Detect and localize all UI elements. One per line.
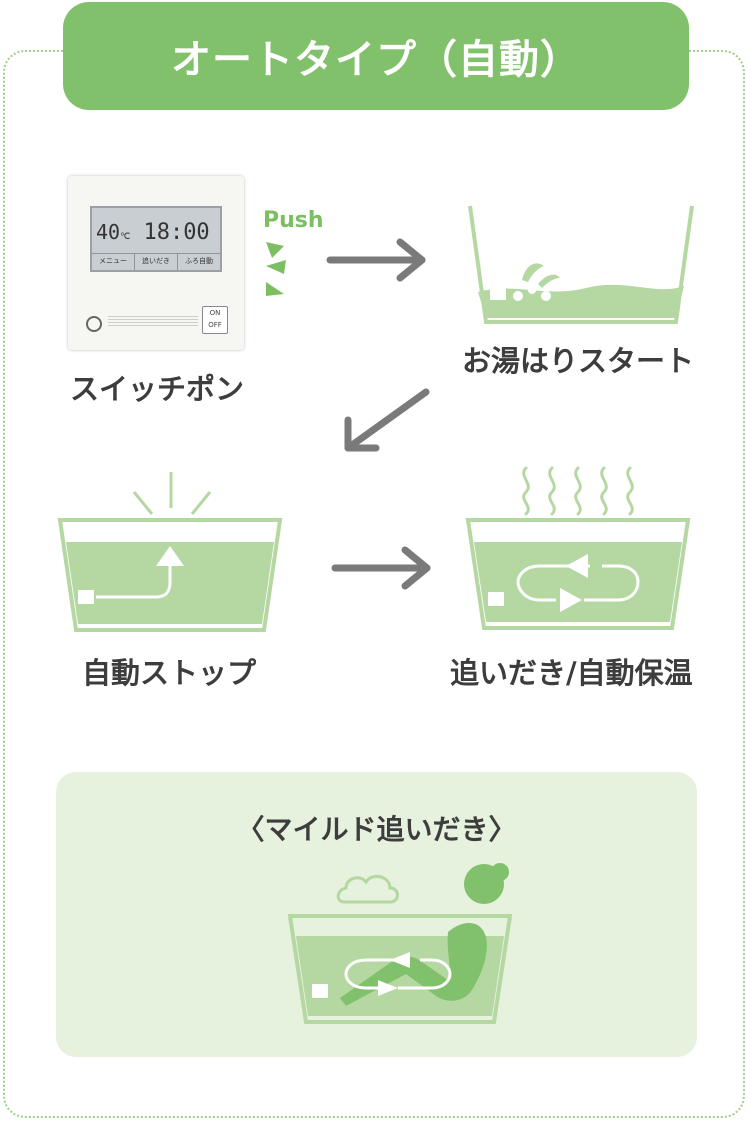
off-label: OFF: [208, 321, 222, 329]
lcd-button-row: メニュー 追いだき ふろ自動: [92, 253, 220, 270]
steam-icon: [522, 466, 634, 516]
lcd-temperature-unit: ℃: [120, 232, 131, 242]
bathtub-mild-reheat-icon: [287, 863, 513, 1024]
remote-auto-bath-button: ふろ自動: [185, 257, 213, 265]
remote-lcd-screen: 40℃ 18:00 メニュー 追いだき ふろ自動: [90, 206, 222, 272]
remote-menu-button: メニュー: [92, 254, 135, 270]
step-label-auto-stop: 自動ストップ: [82, 656, 257, 690]
remote-fine-print: [108, 316, 198, 328]
arrow-down-left-icon: [344, 388, 430, 452]
on-label: ON: [209, 309, 221, 317]
lcd-readout: 40℃ 18:00: [96, 220, 210, 245]
remote-controller-image: 40℃ 18:00 メニュー 追いだき ふろ自動 ON OFF: [68, 176, 244, 350]
page-title: オートタイプ（自動）: [63, 2, 689, 110]
arrow-right-icon-2: [331, 546, 431, 590]
lcd-temperature: 40: [96, 220, 121, 244]
push-indicator-icon: [266, 242, 286, 296]
bathtub-auto-stop-icon: [57, 472, 283, 632]
arrow-right-icon: [326, 238, 426, 282]
remote-dial-icon: [86, 316, 102, 332]
step-label-fill-start: お湯はりスタート: [462, 344, 695, 378]
bather-icon: [340, 863, 509, 1006]
mild-reheat-title: 〈マイルド追いだき〉: [236, 813, 517, 846]
push-label: Push: [263, 208, 324, 233]
bathtub-filling-icon: [468, 205, 694, 324]
lcd-time: 18:00: [143, 220, 210, 245]
bathtub-reheat-icon: [465, 466, 691, 630]
remote-reheat-button: 追いだき: [135, 254, 178, 270]
step-label-switch-on: スイッチポン: [70, 372, 245, 406]
step-label-reheat-keep: 追いだき/自動保温: [450, 656, 693, 690]
cloud-icon: [336, 874, 399, 904]
remote-on-off-button: ON OFF: [202, 306, 228, 334]
